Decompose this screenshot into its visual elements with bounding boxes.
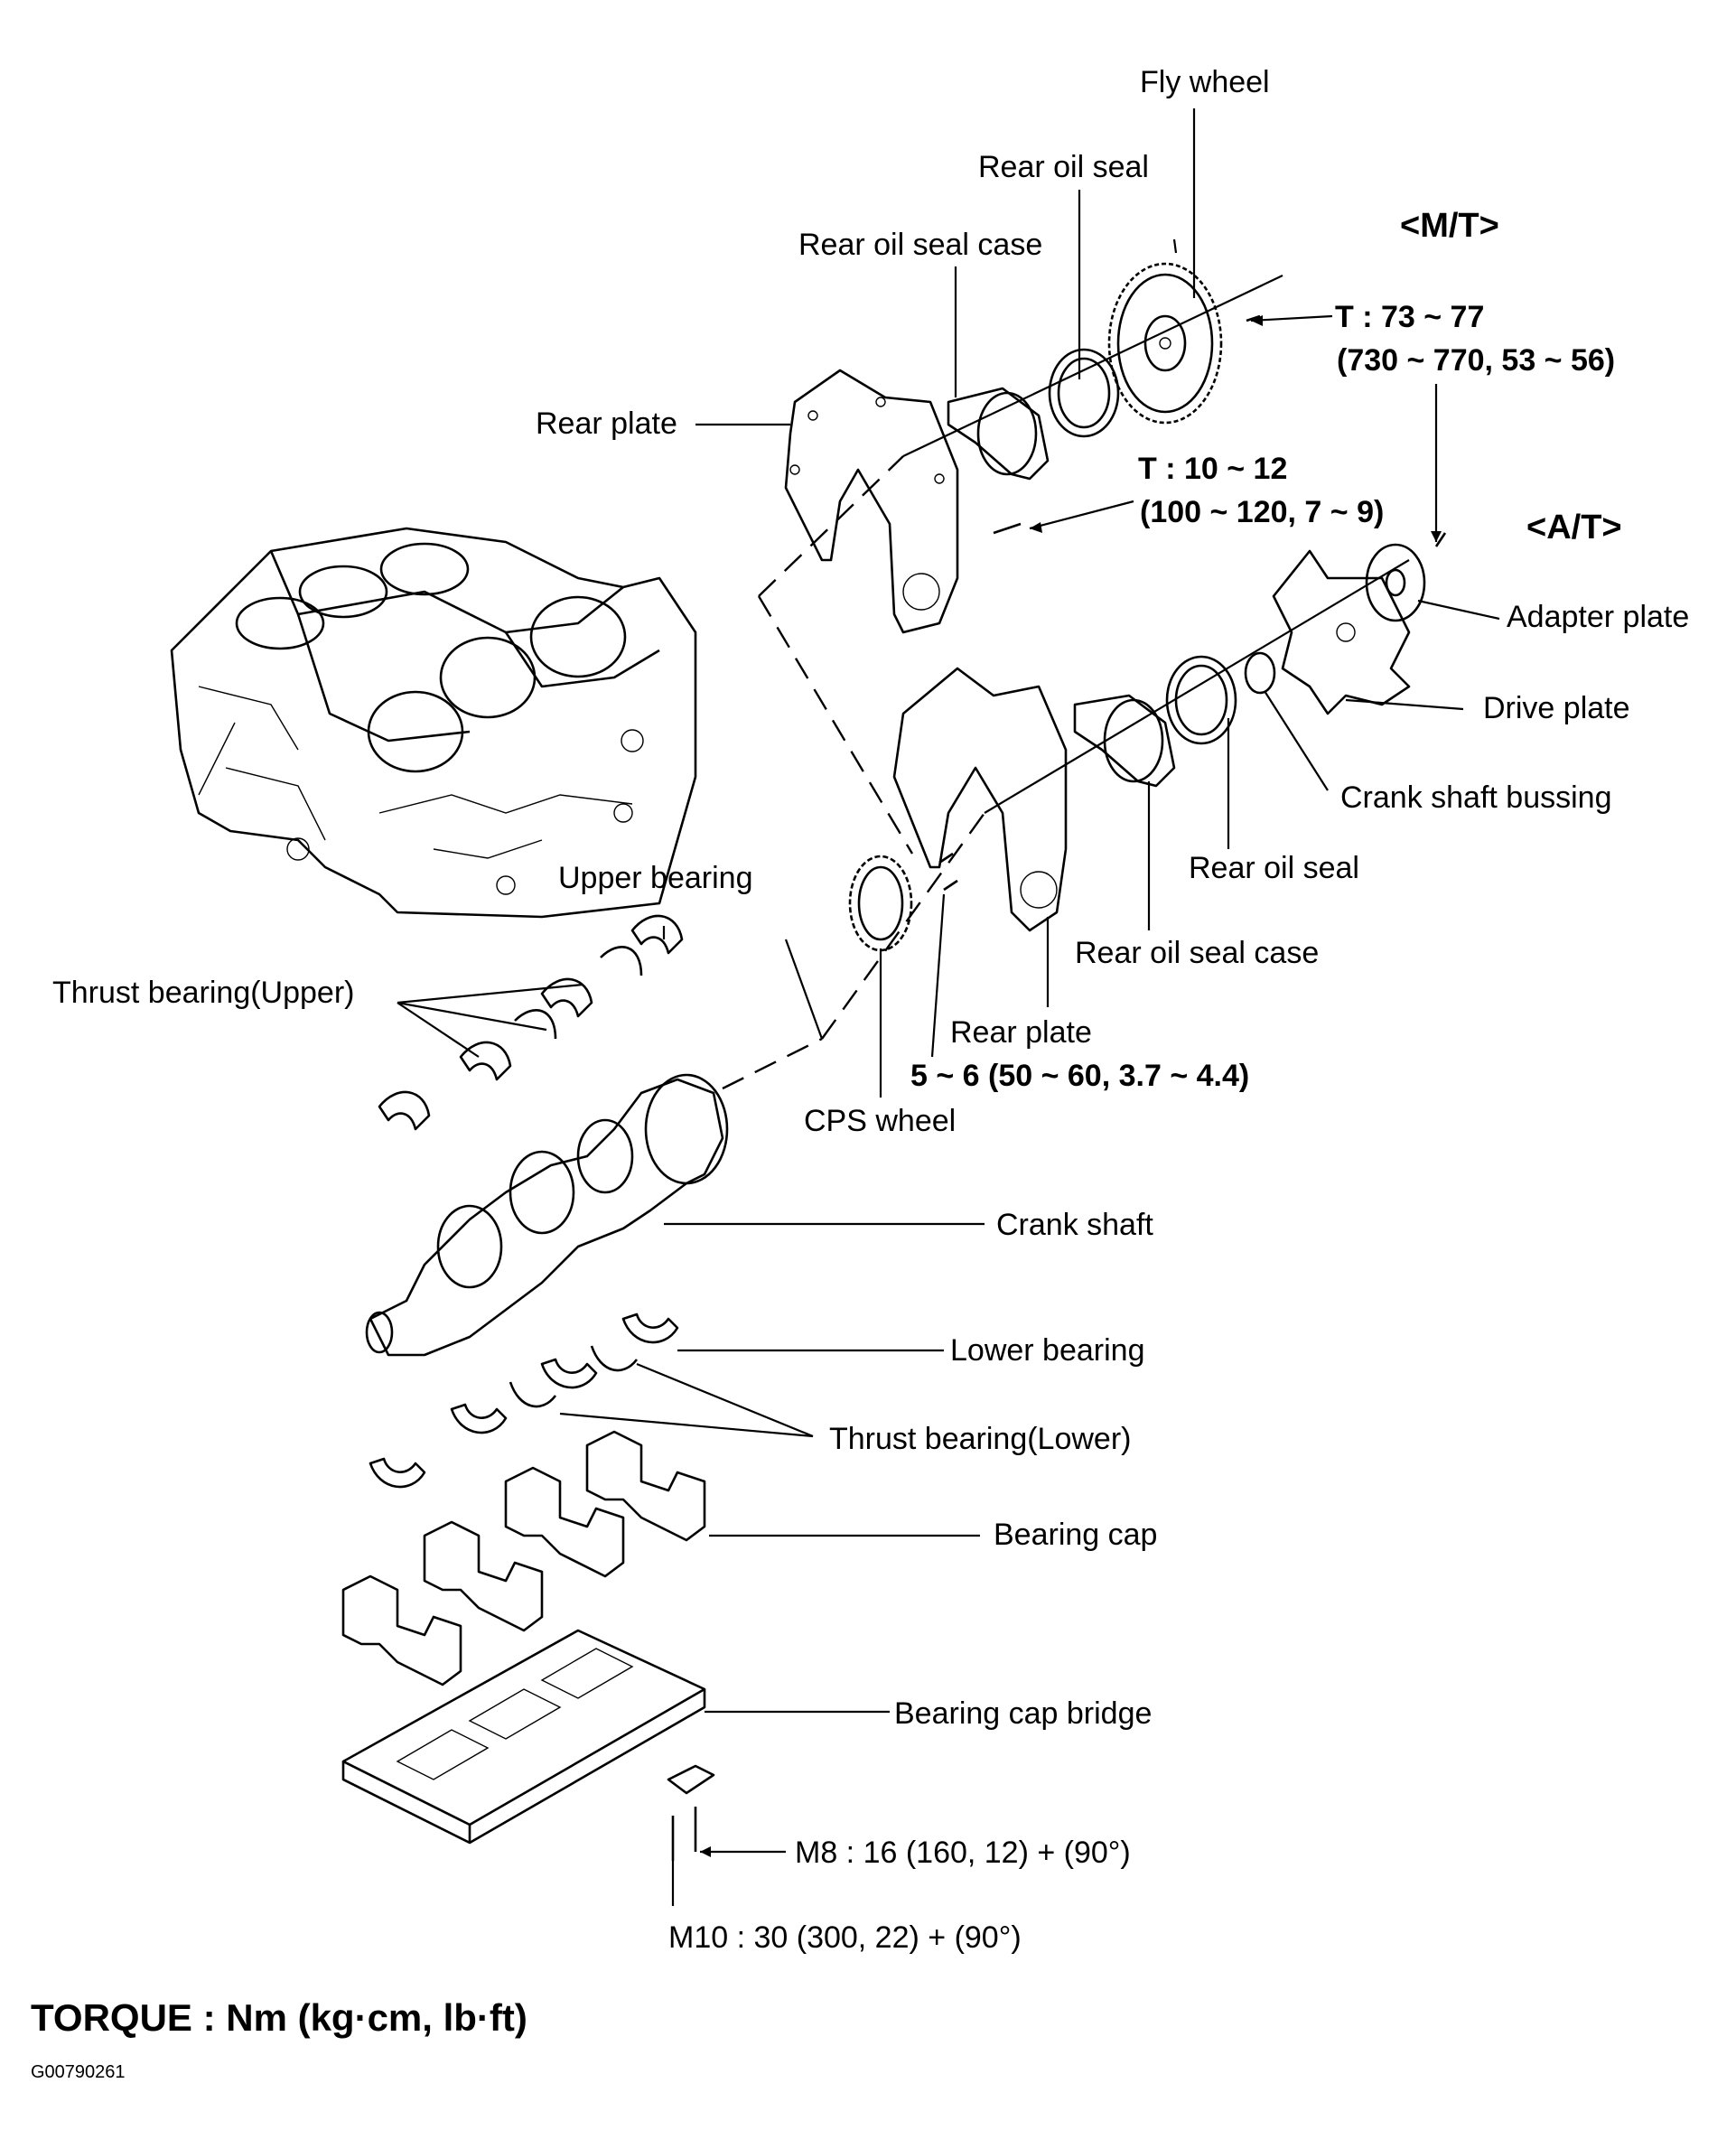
bearing-cap-bridge-drawing <box>341 1629 706 1845</box>
label-upper-bearing: Upper bearing <box>558 861 752 895</box>
engine-block-drawing <box>170 527 697 919</box>
mt-axis-lines <box>757 238 1283 855</box>
leader-lines <box>397 108 1500 1906</box>
label-torque-73-77-sub: (730 ~ 770, 53 ~ 56) <box>1337 343 1615 378</box>
flywheel-drawing <box>1107 262 1223 425</box>
leader-arrowheads <box>700 315 1442 1857</box>
bearing-caps-drawing <box>341 1430 706 1686</box>
label-bearing-cap: Bearing cap <box>994 1518 1157 1552</box>
at-rear-plate-drawing <box>892 667 1068 932</box>
label-fly-wheel: Fly wheel <box>1140 65 1270 99</box>
label-torque-73-77: T : 73 ~ 77 <box>1335 300 1484 334</box>
mt-rear-oil-seal-drawing <box>1048 348 1120 438</box>
lower-bearings-drawing <box>369 1313 679 1489</box>
label-at-header: <A/T> <box>1526 509 1622 547</box>
torque-units-caption: TORQUE : Nm (kg·cm, lb·ft) <box>31 1996 527 2039</box>
at-axis-lines <box>821 559 1410 1040</box>
crank-to-rear-axis <box>784 939 824 1040</box>
label-rear-oil-seal-mid: Rear oil seal <box>1189 851 1359 885</box>
label-torque-5-6: 5 ~ 6 (50 ~ 60, 3.7 ~ 4.4) <box>910 1059 1249 1093</box>
at-rear-oil-seal-case-drawing <box>1073 694 1176 788</box>
label-bearing-cap-bridge: Bearing cap bridge <box>894 1696 1152 1731</box>
drive-plate-drawing <box>1272 549 1411 715</box>
crankshaft-drawing <box>365 1073 729 1357</box>
label-m10-torque: M10 : 30 (300, 22) + (90°) <box>668 1920 1022 1955</box>
label-rear-plate-mid: Rear plate <box>950 1015 1092 1050</box>
diagram-labels: Fly wheel Rear oil seal Rear oil seal ca… <box>52 65 1689 1955</box>
label-rear-oil-seal-case-top: Rear oil seal case <box>798 228 1042 262</box>
label-adapter-plate: Adapter plate <box>1507 600 1689 634</box>
at-rear-oil-seal-drawing <box>1165 655 1237 745</box>
label-torque-10-12-sub: (100 ~ 120, 7 ~ 9) <box>1140 495 1384 529</box>
label-rear-oil-seal-top: Rear oil seal <box>978 150 1149 184</box>
label-rear-plate-top: Rear plate <box>536 406 677 441</box>
upper-bearings-drawing <box>378 914 684 1131</box>
label-drive-plate: Drive plate <box>1483 691 1630 725</box>
crank-to-cps-dash <box>722 1037 823 1090</box>
label-torque-10-12: T : 10 ~ 12 <box>1138 452 1287 486</box>
crank-shaft-bussing-drawing <box>1244 651 1276 695</box>
label-mt-header: <M/T> <box>1400 207 1499 245</box>
label-m8-torque: M8 : 16 (160, 12) + (90°) <box>795 1836 1131 1870</box>
label-rear-oil-seal-case-mid: Rear oil seal case <box>1075 936 1319 970</box>
figure-code: G00790261 <box>31 2062 126 2082</box>
label-thrust-bearing-lower: Thrust bearing(Lower) <box>829 1422 1131 1456</box>
mt-rear-plate-drawing <box>784 369 959 634</box>
adapter-plate-drawing <box>1365 543 1426 622</box>
bridge-bolts-drawing <box>667 1764 715 1861</box>
label-cps-wheel: CPS wheel <box>804 1104 956 1138</box>
label-crank-shaft-bussing: Crank shaft bussing <box>1340 780 1612 815</box>
label-lower-bearing: Lower bearing <box>950 1333 1144 1368</box>
mt-bolts <box>993 314 1447 547</box>
label-crank-shaft: Crank shaft <box>996 1208 1153 1242</box>
mt-rear-oil-seal-case-drawing <box>947 387 1050 481</box>
label-thrust-bearing-upper: Thrust bearing(Upper) <box>52 976 354 1010</box>
